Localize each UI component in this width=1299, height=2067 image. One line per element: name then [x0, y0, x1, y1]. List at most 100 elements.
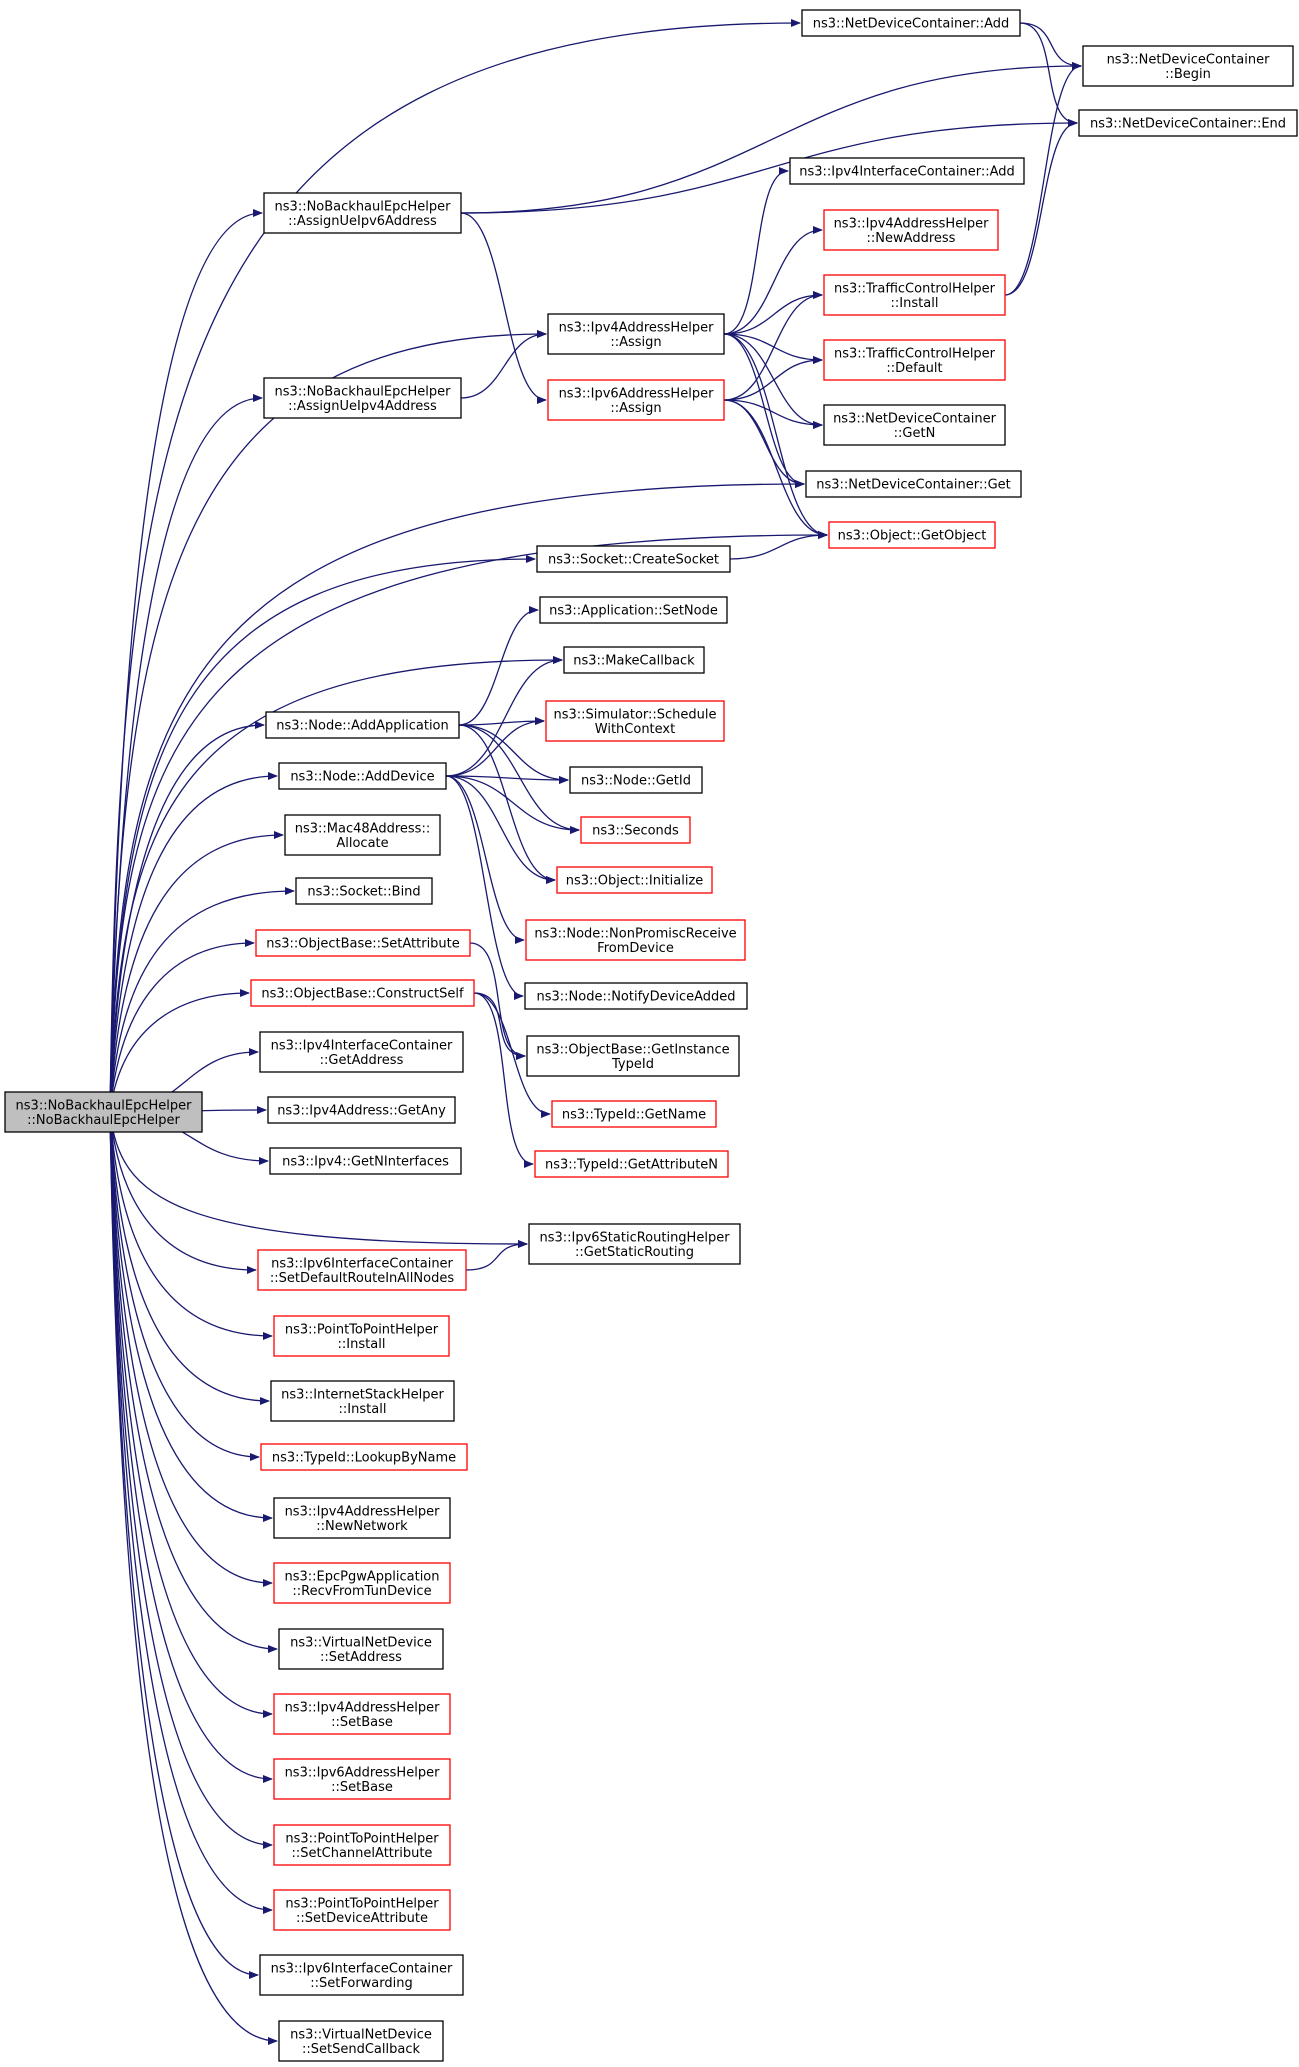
node-app-setnode[interactable]: ns3::Application::SetNode: [539, 596, 728, 624]
node-box: [278, 2020, 444, 2062]
node-ndc-end[interactable]: ns3::NetDeviceContainer::End: [1078, 109, 1298, 137]
node-ndc-getn[interactable]: ns3::NetDeviceContainer::GetN: [823, 404, 1006, 446]
node-node-getid[interactable]: ns3::Node::GetId: [569, 766, 703, 794]
node-p2p-install[interactable]: ns3::PointToPointHelper::Install: [273, 1315, 450, 1357]
node-sock-create[interactable]: ns3::Socket::CreateSocket: [536, 545, 731, 573]
node-label: ns3::Ipv4AddressHelper: [559, 320, 715, 335]
edge-node-addapp-to-app-setnode: [458, 606, 539, 726]
edge-root-to-vnd-setaddr: [109, 1111, 278, 1653]
node-seconds[interactable]: ns3::Seconds: [580, 816, 691, 844]
node-label: ns3::ObjectBase::SetAttribute: [266, 937, 460, 952]
node-ipv6ic-setfwd[interactable]: ns3::Ipv6InterfaceContainer::SetForwardi…: [259, 1954, 464, 1996]
node-ndc-add[interactable]: ns3::NetDeviceContainer::Add: [801, 9, 1021, 37]
edge-sock-create-to-obj-getobject: [729, 531, 828, 560]
node-node-notify[interactable]: ns3::Node::NotifyDeviceAdded: [524, 982, 748, 1010]
node-box: [273, 1562, 451, 1604]
node-obj-getobject[interactable]: ns3::Object::GetObject: [828, 521, 996, 549]
node-vnd-setsend[interactable]: ns3::VirtualNetDevice::SetSendCallback: [278, 2020, 444, 2062]
node-label: ::SetDefaultRouteInAllNodes: [270, 1271, 454, 1286]
node-obj-init[interactable]: ns3::Object::Initialize: [556, 866, 713, 894]
node-assign-ue6[interactable]: ns3::NoBackhaulEpcHelper::AssignUeIpv6Ad…: [263, 192, 462, 234]
node-label: ns3::InternetStackHelper: [281, 1387, 444, 1402]
node-ipv4ic-getaddr[interactable]: ns3::Ipv4InterfaceContainer::GetAddress: [259, 1031, 464, 1073]
node-ipv4ah-setbase[interactable]: ns3::Ipv4AddressHelper::SetBase: [273, 1693, 451, 1735]
node-box: [569, 766, 703, 794]
edge-assign-ue6-to-ndc-begin: [460, 62, 1082, 214]
node-ipv4-getninterfaces[interactable]: ns3::Ipv4::GetNInterfaces: [269, 1147, 462, 1175]
node-typeid-getattrn[interactable]: ns3::TypeId::GetAttributeN: [534, 1150, 729, 1178]
edge-node-addapp-to-node-getid: [458, 724, 569, 784]
node-root[interactable]: ns3::NoBackhaulEpcHelper::NoBackhaulEpcH…: [4, 1091, 203, 1133]
node-typeid-lookup[interactable]: ns3::TypeId::LookupByName: [260, 1443, 468, 1471]
node-ipv6srh-getstatic[interactable]: ns3::Ipv6StaticRoutingHelper::GetStaticR…: [528, 1223, 741, 1265]
node-ob-setattr[interactable]: ns3::ObjectBase::SetAttribute: [255, 929, 471, 957]
node-label: ::SetBase: [331, 1780, 393, 1795]
node-node-adddev[interactable]: ns3::Node::AddDevice: [278, 762, 447, 790]
node-mac48-alloc[interactable]: ns3::Mac48Address::Allocate: [284, 814, 441, 856]
node-node-addapp[interactable]: ns3::Node::AddApplication: [265, 711, 460, 739]
node-box: [263, 377, 462, 419]
node-tch-install[interactable]: ns3::TrafficControlHelper::Install: [823, 274, 1006, 316]
node-ipv6ic-setdefault[interactable]: ns3::Ipv6InterfaceContainer::SetDefaultR…: [257, 1249, 467, 1291]
node-typeid-getname[interactable]: ns3::TypeId::GetName: [551, 1100, 717, 1128]
node-box: [828, 521, 996, 549]
node-epc-recv[interactable]: ns3::EpcPgwApplication::RecvFromTunDevic…: [273, 1562, 451, 1604]
edge-assign-ue6-to-ndc-end: [460, 119, 1078, 214]
node-ipv4ic-add[interactable]: ns3::Ipv4InterfaceContainer::Add: [789, 157, 1025, 185]
node-p2p-setchannel[interactable]: ns3::PointToPointHelper::SetChannelAttri…: [273, 1824, 451, 1866]
edge-root-to-p2p-setchannel: [109, 1111, 273, 1849]
edge-node-adddev-to-node-getid: [445, 775, 569, 784]
node-label: ::Install: [339, 1402, 387, 1417]
node-ob-construct[interactable]: ns3::ObjectBase::ConstructSelf: [250, 979, 475, 1007]
node-label: ns3::Node::NonPromiscReceive: [534, 926, 736, 941]
node-box: [270, 1380, 455, 1422]
node-p2p-setdevice[interactable]: ns3::PointToPointHelper::SetDeviceAttrib…: [273, 1889, 451, 1931]
node-label: ns3::Socket::CreateSocket: [548, 553, 719, 568]
edge-root-to-sock-bind: [109, 887, 295, 1113]
node-ipv6ah-assign[interactable]: ns3::Ipv6AddressHelper::Assign: [547, 379, 725, 421]
node-label: ns3::Ipv4AddressHelper: [834, 216, 990, 231]
edge-node-adddev-to-node-nonpromisc: [445, 775, 525, 944]
node-ipv4ah-assign[interactable]: ns3::Ipv4AddressHelper::Assign: [547, 313, 725, 355]
node-label: TypeId: [611, 1057, 654, 1072]
node-label: ::SetDeviceAttribute: [296, 1911, 428, 1926]
node-ndc-begin[interactable]: ns3::NetDeviceContainer::Begin: [1082, 45, 1294, 87]
node-label: ns3::Ipv6InterfaceContainer: [271, 1961, 453, 1976]
node-ipv6ah-setbase[interactable]: ns3::Ipv6AddressHelper::SetBase: [273, 1758, 451, 1800]
node-label: ::GetStaticRouting: [575, 1245, 694, 1260]
node-box: [801, 9, 1021, 37]
node-ish-install[interactable]: ns3::InternetStackHelper::Install: [270, 1380, 455, 1422]
node-makecallback[interactable]: ns3::MakeCallback: [563, 646, 705, 674]
edge-node-addapp-to-seconds: [458, 724, 580, 834]
node-box: [255, 929, 471, 957]
edge-tch-install-to-ndc-end: [1004, 119, 1078, 296]
node-tch-default[interactable]: ns3::TrafficControlHelper::Default: [823, 339, 1006, 381]
node-label: ::SetAddress: [320, 1650, 402, 1665]
node-label: ::Assign: [610, 401, 661, 416]
node-label: ::NewAddress: [867, 231, 956, 246]
edge-ipv4ah-assign-to-obj-getobject: [723, 333, 828, 539]
node-assign-ue4[interactable]: ns3::NoBackhaulEpcHelper::AssignUeIpv4Ad…: [263, 377, 462, 419]
edge-ipv4ah-assign-to-tch-default: [723, 333, 823, 364]
node-box: [545, 700, 725, 742]
node-sock-bind[interactable]: ns3::Socket::Bind: [295, 877, 433, 905]
node-label: Allocate: [336, 836, 388, 851]
edge-node-adddev-to-node-notify: [445, 775, 524, 1000]
node-ipv4ah-newaddr[interactable]: ns3::Ipv4AddressHelper::NewAddress: [823, 209, 999, 251]
node-label: ns3::TypeId::GetAttributeN: [545, 1158, 718, 1173]
edge-root-to-ipv6ic-setfwd: [109, 1111, 259, 1979]
node-label: ns3::TrafficControlHelper: [834, 281, 996, 296]
node-box: [273, 1758, 451, 1800]
node-vnd-setaddr[interactable]: ns3::VirtualNetDevice::SetAddress: [278, 1628, 444, 1670]
node-label: ns3::Ipv4::GetNInterfaces: [282, 1155, 449, 1170]
node-ipv4addr-getany[interactable]: ns3::Ipv4Address::GetAny: [267, 1096, 456, 1124]
node-label: ns3::PointToPointHelper: [285, 1322, 439, 1337]
node-box: [278, 1628, 444, 1670]
edge-root-to-assign-ue6: [109, 209, 263, 1113]
node-ipv4ah-newnet[interactable]: ns3::Ipv4AddressHelper::NewNetwork: [273, 1497, 451, 1539]
node-label: ns3::NoBackhaulEpcHelper: [275, 199, 452, 214]
node-ndc-get[interactable]: ns3::NetDeviceContainer::Get: [805, 470, 1022, 498]
